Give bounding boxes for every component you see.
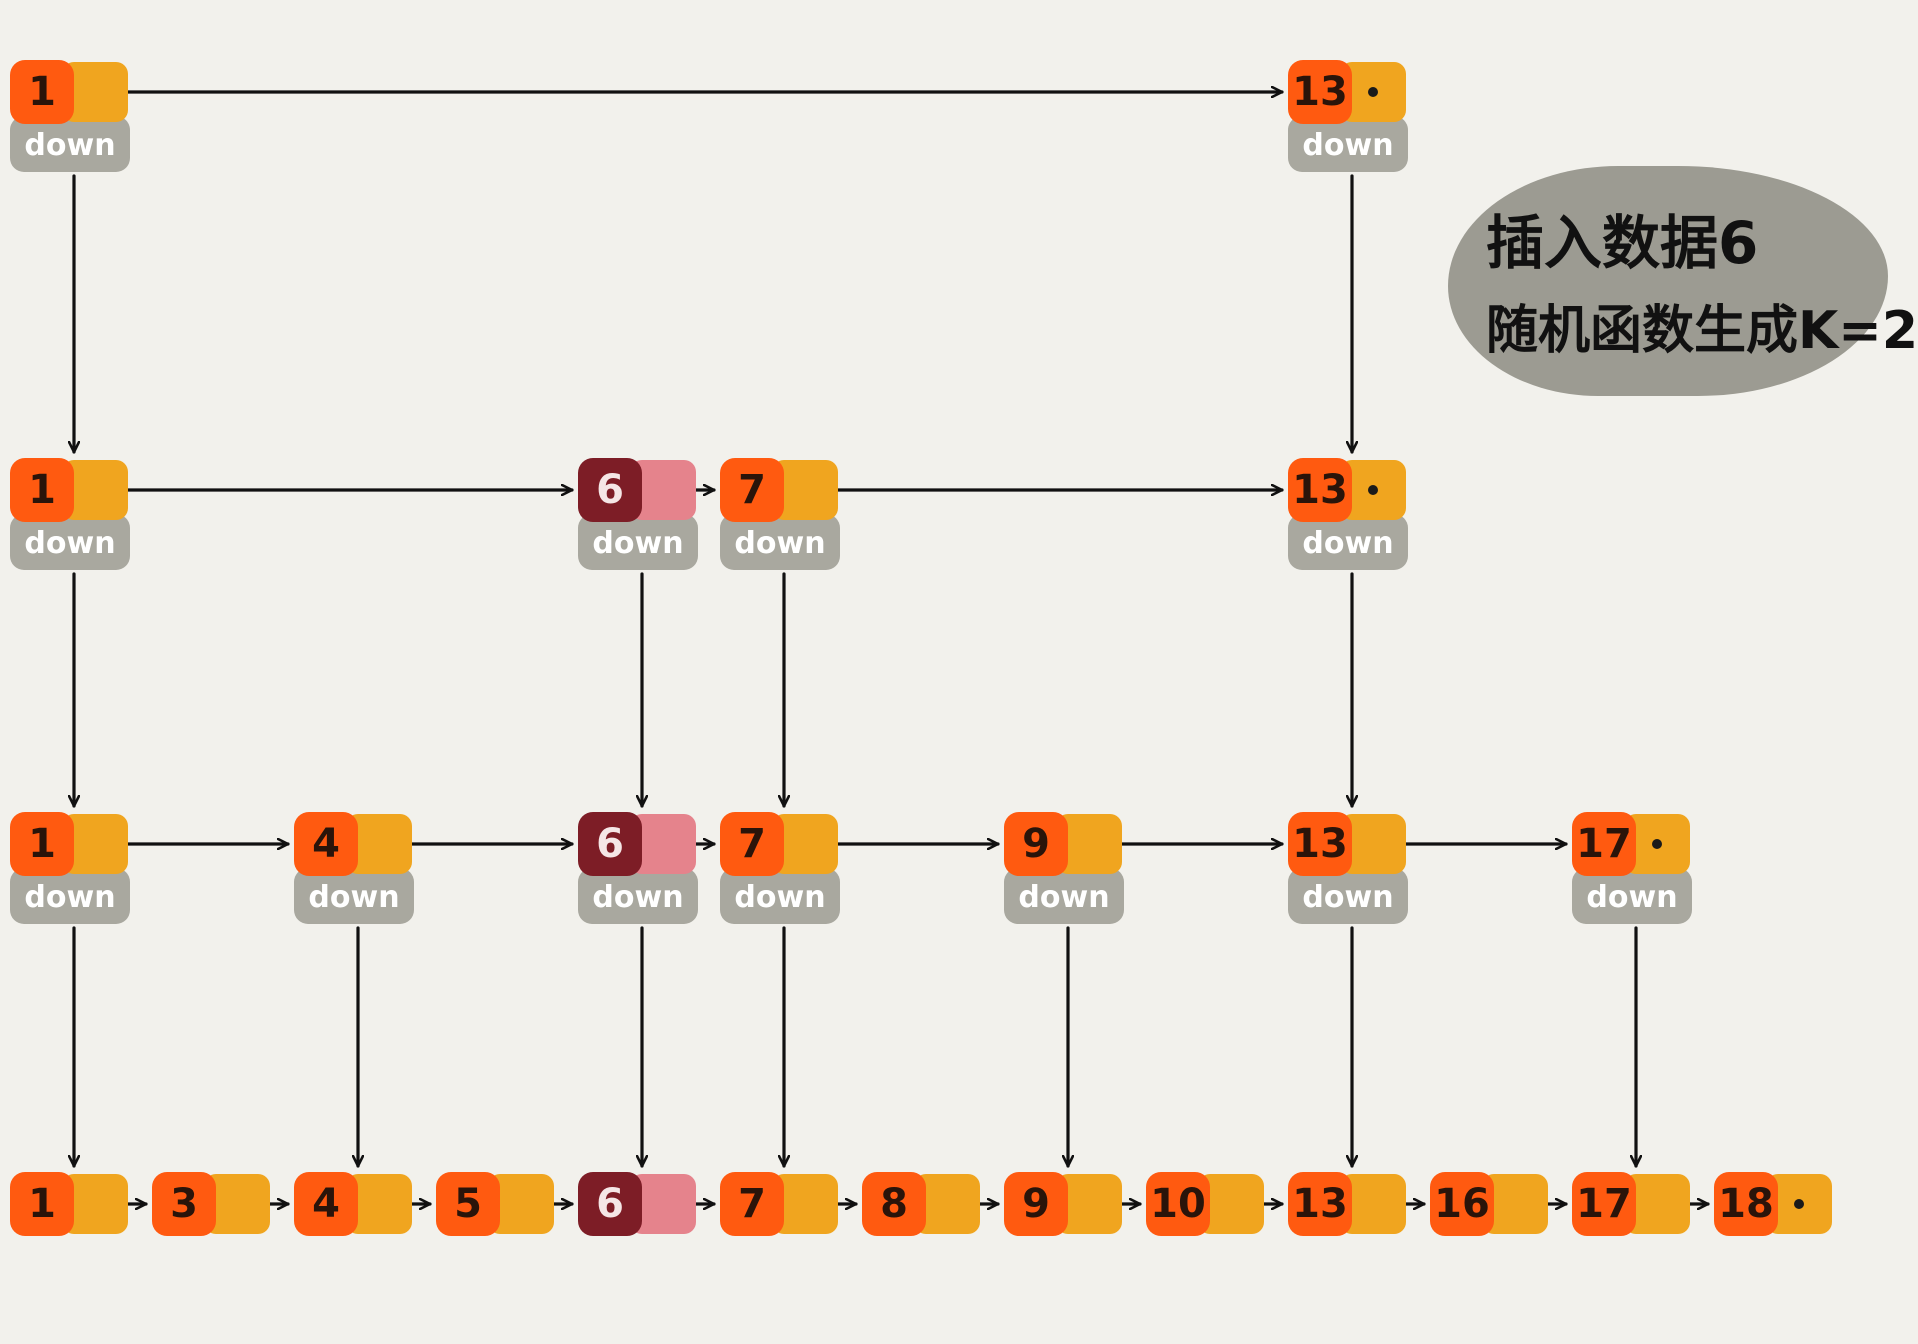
node-key: 16 (1430, 1172, 1494, 1236)
node-cells: 13 (1288, 812, 1408, 876)
inserted-node-6-level-0: 6 (578, 1172, 698, 1236)
node-cells: 1 (10, 60, 130, 124)
null-pointer-dot (1652, 839, 1662, 849)
node-5-level-0: 5 (436, 1172, 556, 1236)
node-key: 13 (1288, 458, 1352, 522)
annotation-line-1: 插入数据6 (1486, 209, 1759, 277)
node-key: 1 (10, 1172, 74, 1236)
node-16-level-0: 16 (1430, 1172, 1550, 1236)
node-cells: 5 (436, 1172, 556, 1236)
node-key: 18 (1714, 1172, 1778, 1236)
node-cells: 16 (1430, 1172, 1550, 1236)
down-pointer-label: down (1288, 514, 1408, 570)
node-key: 4 (294, 812, 358, 876)
node-key: 3 (152, 1172, 216, 1236)
node-cells: 6 (578, 812, 698, 876)
down-pointer-label: down (720, 514, 840, 570)
node-cells: 13 (1288, 60, 1408, 124)
down-pointer-label: down (294, 868, 414, 924)
node-key: 6 (578, 458, 642, 522)
node-key: 17 (1572, 812, 1636, 876)
node-7-level-0: 7 (720, 1172, 840, 1236)
annotation-bubble: 插入数据6 随机函数生成K=2 (1448, 166, 1918, 396)
null-pointer-dot (1368, 485, 1378, 495)
node-key: 13 (1288, 1172, 1352, 1236)
down-pointer-label: down (1004, 868, 1124, 924)
down-pointer-label: down (1288, 116, 1408, 172)
node-cells: 7 (720, 812, 840, 876)
down-pointer-label: down (578, 514, 698, 570)
node-17-level-0: 17 (1572, 1172, 1692, 1236)
node-cells: 7 (720, 458, 840, 522)
node-key: 10 (1146, 1172, 1210, 1236)
node-cells: 13 (1288, 1172, 1408, 1236)
node-13-level-0: 13 (1288, 1172, 1408, 1236)
node-cells: 13 (1288, 458, 1408, 522)
node-key: 9 (1004, 812, 1068, 876)
node-4-level-0: 4 (294, 1172, 414, 1236)
node-key: 6 (578, 812, 642, 876)
down-pointer-label: down (10, 868, 130, 924)
node-cells: 9 (1004, 1172, 1124, 1236)
node-cells: 8 (862, 1172, 982, 1236)
node-cells: 9 (1004, 812, 1124, 876)
down-pointer-label: down (1572, 868, 1692, 924)
node-key: 6 (578, 1172, 642, 1236)
null-pointer-dot (1368, 87, 1378, 97)
down-pointer-label: down (1288, 868, 1408, 924)
node-cells: 4 (294, 812, 414, 876)
node-9-level-0: 9 (1004, 1172, 1124, 1236)
null-pointer-dot (1794, 1199, 1804, 1209)
node-key: 13 (1288, 812, 1352, 876)
node-cells: 1 (10, 1172, 130, 1236)
annotation-line-2: 随机函数生成K=2 (1486, 301, 1918, 361)
down-pointer-label: down (10, 116, 130, 172)
node-8-level-0: 8 (862, 1172, 982, 1236)
node-cells: 3 (152, 1172, 272, 1236)
node-cells: 1 (10, 458, 130, 522)
node-key: 9 (1004, 1172, 1068, 1236)
node-cells: 1 (10, 812, 130, 876)
node-key: 1 (10, 60, 74, 124)
node-cells: 4 (294, 1172, 414, 1236)
node-key: 7 (720, 812, 784, 876)
node-1-level-0: 1 (10, 1172, 130, 1236)
down-pointer-label: down (578, 868, 698, 924)
node-cells: 7 (720, 1172, 840, 1236)
node-18-level-0: 18 (1714, 1172, 1834, 1236)
node-10-level-0: 10 (1146, 1172, 1266, 1236)
node-3-level-0: 3 (152, 1172, 272, 1236)
node-key: 17 (1572, 1172, 1636, 1236)
node-cells: 18 (1714, 1172, 1834, 1236)
node-key: 8 (862, 1172, 926, 1236)
node-key: 7 (720, 458, 784, 522)
node-key: 13 (1288, 60, 1352, 124)
node-key: 1 (10, 458, 74, 522)
node-cells: 6 (578, 1172, 698, 1236)
node-cells: 10 (1146, 1172, 1266, 1236)
node-key: 7 (720, 1172, 784, 1236)
node-cells: 17 (1572, 1172, 1692, 1236)
node-key: 5 (436, 1172, 500, 1236)
down-pointer-label: down (10, 514, 130, 570)
node-cells: 6 (578, 458, 698, 522)
node-key: 1 (10, 812, 74, 876)
node-cells: 17 (1572, 812, 1692, 876)
node-key: 4 (294, 1172, 358, 1236)
down-pointer-label: down (720, 868, 840, 924)
